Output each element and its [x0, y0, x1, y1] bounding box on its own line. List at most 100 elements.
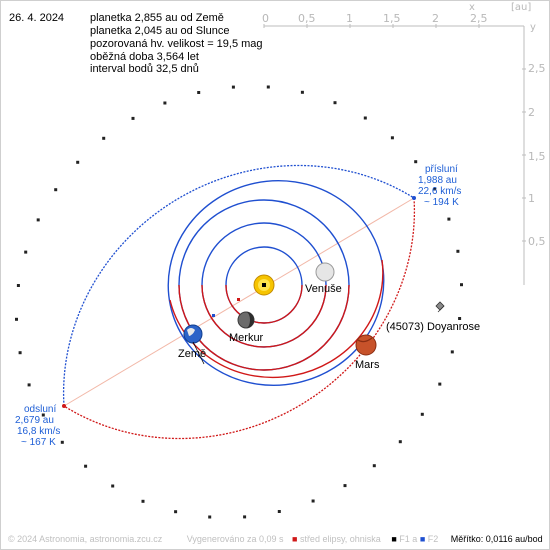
- scale-label: Měřítko: 0,0116 au/bod: [450, 534, 543, 544]
- asteroid-marker: [435, 301, 445, 313]
- asteroid-position-point: [300, 90, 304, 94]
- info-distance-sun: planetka 2,045 au od Slunce: [90, 25, 230, 37]
- asteroid-position-point: [131, 116, 135, 120]
- legend-center-icon: ■: [291, 534, 298, 544]
- sun-center-marker: [262, 283, 266, 287]
- mercury-label: Merkur: [229, 332, 264, 344]
- asteroid-position-point: [460, 283, 463, 287]
- asteroid-position-point: [343, 484, 347, 488]
- asteroid-position-point: [208, 515, 212, 519]
- aphelion-point: [62, 404, 66, 408]
- focus-f2-marker: [212, 314, 215, 317]
- asteroid-position-point: [372, 464, 376, 468]
- asteroid-position-points: [15, 85, 463, 519]
- asteroid-position-point: [231, 85, 235, 89]
- perihelion-temperature: ~ 194 K: [424, 197, 459, 208]
- asteroid-position-point: [15, 317, 18, 321]
- asteroid-position-point: [450, 350, 454, 354]
- x-tick-0-5: 0,5: [298, 12, 316, 25]
- aphelion-distance: 2,679 au: [15, 415, 54, 426]
- asteroid-position-point: [163, 101, 167, 105]
- asteroid-position-point: [174, 510, 178, 514]
- mars-body: [355, 334, 377, 356]
- footer: © 2024 Astronomia, astronomia.zcu.cz Vyg…: [8, 534, 543, 544]
- asteroid-position-point: [76, 160, 80, 164]
- y-axis-name: y: [530, 22, 536, 33]
- legend-f1-icon: ■: [391, 534, 397, 544]
- asteroid-icon-line: [437, 305, 445, 313]
- legend-f2-label: F2: [427, 534, 439, 544]
- asteroid-position-point: [433, 187, 437, 191]
- asteroid-position-point: [16, 284, 20, 287]
- y-tick-1-5: 1,5: [528, 150, 546, 163]
- aphelion-title: odsluní: [24, 404, 57, 415]
- apsidal-line: [63, 197, 415, 407]
- venus-orbit-below: [201, 284, 327, 348]
- info-magnitude: pozorovaná hv. velikost = 19,5 mag: [90, 38, 263, 50]
- asteroid-position-point: [41, 413, 45, 417]
- asteroid-position-point: [420, 412, 424, 416]
- mars-surface: [357, 337, 373, 343]
- asteroid-position-point: [390, 136, 394, 140]
- asteroid-orbit-below: [63, 197, 416, 440]
- info-interval: interval bodů 32,5 dnů: [90, 63, 199, 75]
- y-tick-2: 2: [528, 106, 535, 119]
- asteroid-position-point: [243, 515, 247, 519]
- y-tick-2-5: 2,5: [528, 62, 546, 75]
- x-tick-1-5: 1,5: [383, 12, 401, 25]
- venus-body: [315, 262, 335, 282]
- asteroid-position-point: [54, 188, 58, 192]
- asteroid-position-point: [277, 510, 281, 513]
- asteroid-position-point: [36, 218, 40, 222]
- asteroid-position-point: [363, 116, 367, 120]
- info-period: oběžná doba 3,564 let: [90, 51, 199, 63]
- x-axis-name: x: [469, 2, 475, 13]
- earth-clouds: [187, 328, 195, 336]
- x-tick-2: 2: [432, 12, 439, 25]
- copyright-link[interactable]: © 2024 Astronomia, astronomia.zcu.cz: [8, 534, 163, 544]
- earth-body: [183, 324, 203, 344]
- asteroid-label: (45073) Doyanrose: [386, 321, 480, 333]
- asteroid-position-point: [456, 249, 460, 253]
- info-distance-earth: planetka 2,855 au od Země: [90, 12, 224, 24]
- x-tick-2-5: 2,5: [470, 12, 488, 25]
- mars-label: Mars: [355, 359, 380, 371]
- mercury-orbit-below: [225, 284, 303, 324]
- mercury-shadow: [246, 312, 254, 328]
- asteroid-position-point: [60, 440, 64, 444]
- x-tick-0: 0: [262, 12, 269, 25]
- asteroid-orbit-above: [62, 164, 415, 407]
- earth-pointer: [192, 341, 205, 365]
- asteroid-position-point: [447, 217, 451, 221]
- earth-orbit-below: [178, 284, 350, 371]
- axis-unit: [au]: [511, 2, 532, 13]
- ellipse-center-marker: [237, 298, 240, 301]
- legend-f2-icon: ■: [419, 534, 426, 544]
- y-tick-1: 1: [528, 192, 535, 205]
- asteroid-position-point: [141, 499, 145, 503]
- aphelion-speed: 16,8 km/s: [17, 426, 61, 437]
- asteroid-position-point: [333, 101, 337, 105]
- legend-center-label: střed elipsy, ohniska: [299, 534, 381, 544]
- asteroid-position-point: [24, 250, 28, 254]
- asteroid-position-point: [18, 351, 22, 355]
- y-tick-0-5: 0,5: [528, 235, 546, 248]
- venus-label: Venuše: [305, 283, 342, 295]
- asteroid-position-point: [266, 85, 270, 89]
- legend-f1-label: F1 a: [399, 534, 418, 544]
- asteroid-position-point: [27, 383, 31, 387]
- date-label: 26. 4. 2024: [9, 12, 65, 24]
- axes: [263, 24, 526, 285]
- asteroid-position-point: [84, 464, 88, 468]
- perihelion-distance: 1,988 au: [418, 175, 457, 186]
- earth-label: Země: [178, 348, 206, 360]
- asteroid-position-point: [102, 136, 106, 140]
- perihelion-point: [412, 196, 416, 200]
- asteroid-position-point: [398, 440, 402, 444]
- asteroid-position-point: [197, 91, 201, 94]
- aphelion-temperature: ~ 167 K: [21, 437, 56, 448]
- x-tick-1: 1: [346, 12, 353, 25]
- perihelion-title: přísluní: [425, 164, 458, 175]
- asteroid-position-point: [311, 499, 315, 503]
